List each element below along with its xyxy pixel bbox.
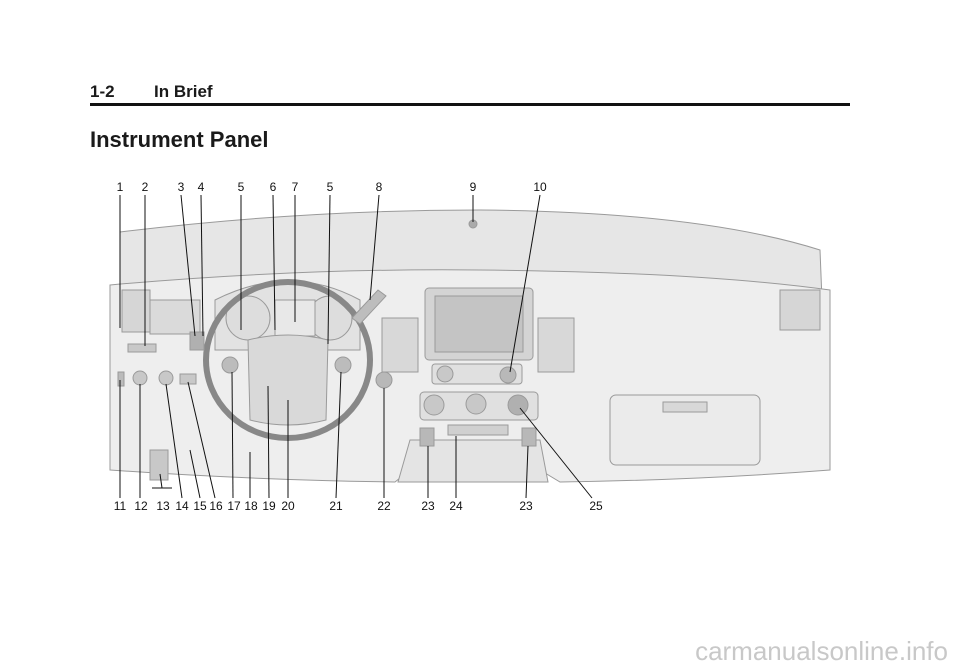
dashboard-drawing bbox=[109, 209, 831, 483]
callout-23: 23 bbox=[421, 499, 435, 513]
callout-18: 18 bbox=[244, 499, 258, 513]
page-number: 1-2 bbox=[90, 82, 115, 101]
callout-17: 17 bbox=[227, 499, 241, 513]
callout-19: 19 bbox=[262, 499, 276, 513]
callout-22: 22 bbox=[377, 499, 391, 513]
callout-6: 6 bbox=[270, 180, 277, 194]
top-callouts: 1 2 3 4 5 6 7 5 8 9 10 bbox=[117, 180, 547, 194]
footer-watermark: carmanualsonline.info bbox=[695, 636, 948, 666]
callout-4: 4 bbox=[198, 180, 205, 194]
page-header: 1-2 In Brief bbox=[90, 82, 850, 104]
header-rule bbox=[90, 103, 850, 106]
callout-2: 2 bbox=[142, 180, 149, 194]
callout-leaders bbox=[119, 194, 593, 499]
callout-11: 11 bbox=[114, 499, 127, 513]
callout-20: 20 bbox=[281, 499, 295, 513]
callout-24: 24 bbox=[449, 499, 463, 513]
callout-12: 12 bbox=[134, 499, 148, 513]
callout-1: 1 bbox=[117, 180, 124, 194]
callout-15: 15 bbox=[193, 499, 207, 513]
callout-3: 3 bbox=[178, 180, 185, 194]
callout-9: 9 bbox=[470, 180, 477, 194]
section-name: In Brief bbox=[154, 82, 213, 101]
callout-25: 25 bbox=[589, 499, 603, 513]
callout-8: 8 bbox=[376, 180, 383, 194]
page-title: Instrument Panel bbox=[90, 127, 269, 152]
callout-7: 7 bbox=[292, 180, 299, 194]
callout-16: 16 bbox=[209, 499, 223, 513]
callout-14: 14 bbox=[175, 499, 189, 513]
callout-13: 13 bbox=[156, 499, 170, 513]
bottom-callouts: 11 12 13 14 15 16 17 18 19 20 21 22 23 2… bbox=[114, 499, 603, 513]
callout-5: 5 bbox=[238, 180, 245, 194]
callout-21: 21 bbox=[329, 499, 343, 513]
callout-23b: 23 bbox=[519, 499, 533, 513]
callout-5b: 5 bbox=[327, 180, 334, 194]
callout-10: 10 bbox=[533, 180, 547, 194]
